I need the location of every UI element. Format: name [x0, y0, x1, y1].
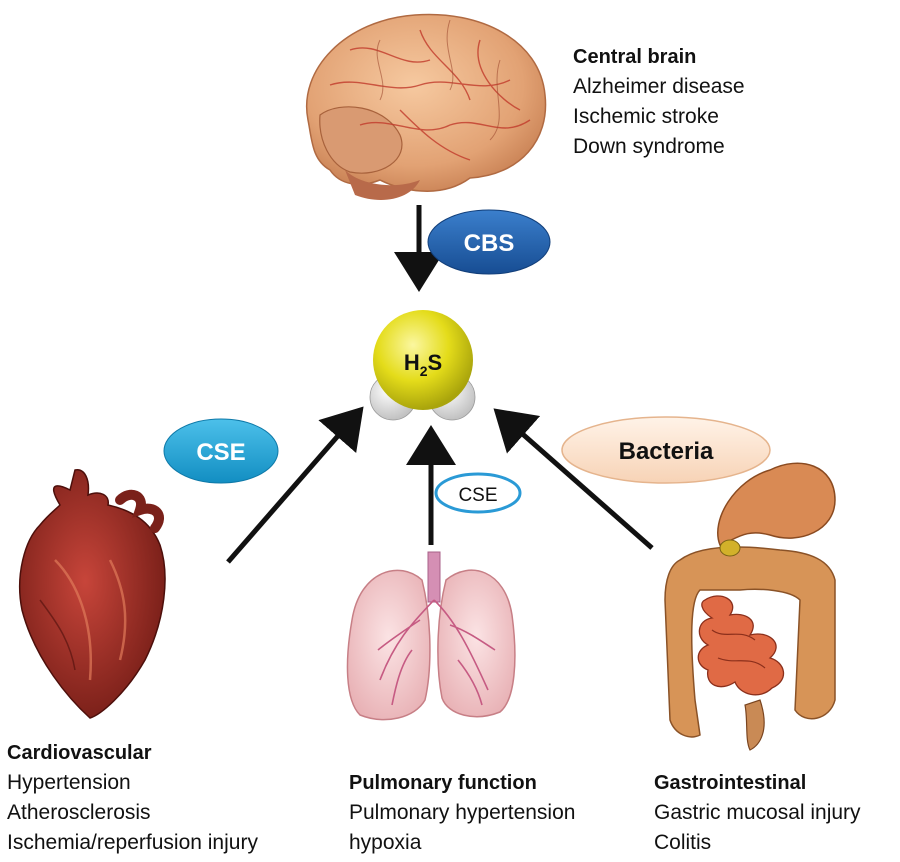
cse-badge-left: CSE	[163, 418, 279, 484]
cardiovascular-title: Cardiovascular	[7, 742, 152, 764]
h2s-label: H2S	[404, 350, 442, 379]
pulmonary-title: Pulmonary function	[349, 772, 537, 794]
gastrointestinal-title: Gastrointestinal	[654, 772, 807, 794]
heart-illustration	[18, 469, 166, 719]
sulfur-atom	[373, 310, 473, 410]
cbs-badge: CBS	[427, 209, 551, 275]
cardiovascular-item: Hypertension	[7, 771, 131, 794]
pulmonary-item: Pulmonary hypertension	[349, 801, 576, 824]
cse-lung-label: CSE	[458, 485, 497, 506]
arrow-gut-to-h2s	[493, 408, 654, 550]
cse-left-label: CSE	[196, 439, 245, 466]
gastrointestinal-text-block: Gastrointestinal Gastric mucosal injury …	[654, 768, 861, 858]
cardiovascular-item: Ischemia/reperfusion injury	[7, 831, 258, 854]
arrow-heart-to-h2s	[226, 406, 364, 564]
brain-item: Down syndrome	[573, 135, 725, 158]
h2s-molecule: H2S	[369, 310, 476, 421]
bacteria-badge: Bacteria	[561, 416, 771, 484]
cardiovascular-text-block: Cardiovascular Hypertension Atherosclero…	[7, 738, 258, 858]
brain-title: Central brain	[573, 46, 697, 68]
bacteria-label: Bacteria	[619, 438, 714, 465]
brain-item: Alzheimer disease	[573, 75, 745, 98]
cse-badge-lung: CSE	[434, 472, 522, 514]
pulmonary-text-block: Pulmonary function Pulmonary hypertensio…	[349, 768, 575, 858]
gastrointestinal-item: Gastric mucosal injury	[654, 801, 861, 824]
cbs-label: CBS	[464, 230, 515, 257]
lungs-illustration	[346, 551, 516, 721]
brain-item: Ischemic stroke	[573, 105, 719, 128]
brain-text-block: Central brain Alzheimer disease Ischemic…	[573, 42, 745, 162]
pulmonary-item: hypoxia	[349, 831, 422, 854]
gastrointestinal-item: Colitis	[654, 831, 712, 854]
brain-illustration	[305, 13, 547, 200]
cardiovascular-item: Atherosclerosis	[7, 801, 151, 824]
gastrointestinal-illustration	[664, 462, 836, 751]
